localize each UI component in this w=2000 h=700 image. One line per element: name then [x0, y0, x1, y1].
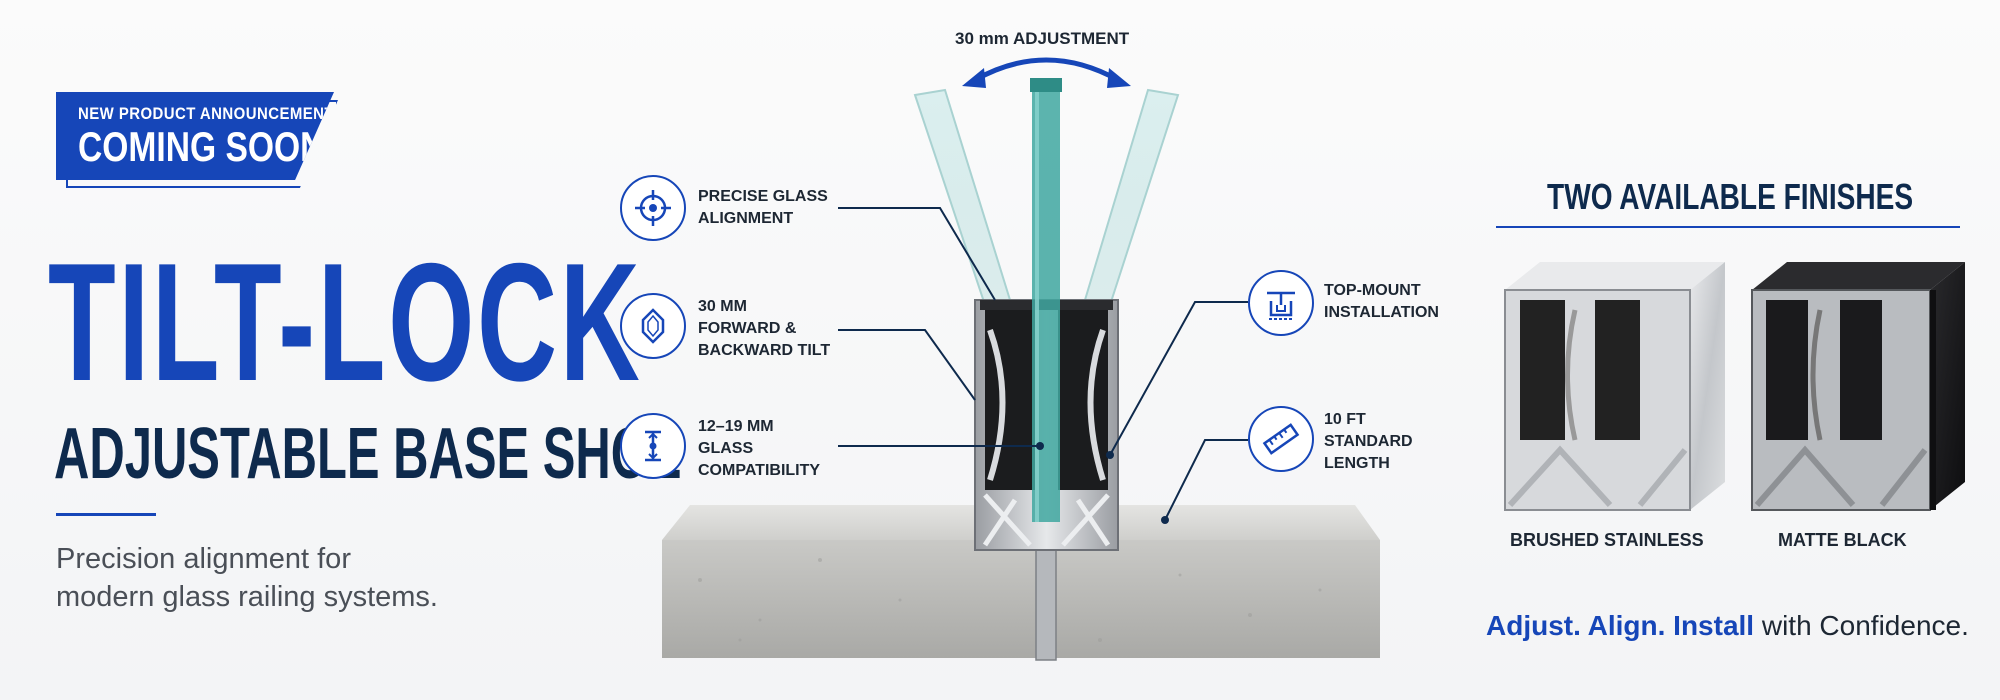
callout-compatibility: 12–19 mm GLASS COMPATIBILITY: [698, 416, 820, 482]
callout-line: COMPATIBILITY: [698, 462, 821, 479]
product-title: TILT-LOCK: [48, 228, 643, 416]
callout-line: ALIGNMENT: [698, 210, 794, 227]
finish-label-brushed: BRUSHED STAINLESS: [1510, 530, 1704, 550]
announcement-badge: NEW PRODUCT ANNOUNCEMENT COMING SOON: [56, 92, 334, 180]
slogan-rest: with Confidence.: [1754, 610, 1969, 641]
adjustment-label: 30 mm ADJUSTMENT: [955, 29, 1130, 48]
callout-line: PRECISE GLASS: [698, 188, 828, 205]
callout-line: INSTALLATION: [1324, 304, 1439, 321]
callout-line: TOP-MOUNT: [1324, 282, 1421, 299]
callout-glass-alignment: PRECISE GLASS ALIGNMENT: [698, 186, 828, 230]
matte-black-sample: [1751, 262, 1965, 511]
callout-line: FORWARD &: [698, 320, 797, 337]
divider: [56, 513, 156, 516]
tagline: Precision alignment for modern glass rai…: [56, 540, 438, 616]
tagline-line-1: Precision alignment for: [56, 543, 351, 575]
callout-line: GLASS: [698, 440, 754, 457]
finishes-title: TWO AVAILABLE FINISHES: [1547, 176, 1914, 217]
badge-small-text: NEW PRODUCT ANNOUNCEMENT: [78, 104, 335, 123]
finish-label-black: MATTE BLACK: [1778, 530, 1907, 550]
callout-line: STANDARD: [1324, 433, 1413, 450]
callout-line: LENGTH: [1324, 455, 1390, 472]
ruler-icon: [1248, 406, 1314, 472]
slogan-highlight: Adjust. Align. Install: [1486, 610, 1755, 641]
finishes-divider: [1496, 226, 1960, 228]
closing-slogan: Adjust. Align. Install with Confidence.: [1486, 610, 1969, 642]
callout-line: 12–19 mm: [698, 418, 774, 435]
tagline-line-2: modern glass railing systems.: [56, 581, 438, 613]
crosshair-icon: [620, 175, 686, 241]
callout-top-mount: TOP-MOUNT INSTALLATION: [1324, 280, 1439, 324]
top-mount-icon: [1248, 270, 1314, 336]
callout-line: BACKWARD TILT: [698, 342, 831, 359]
product-subtitle: ADJUSTABLE BASE SHOE: [54, 414, 682, 494]
callout-tilt: 30 mm FORWARD & BACKWARD TILT: [698, 296, 830, 362]
callout-line: 30 mm: [698, 298, 747, 315]
tilt-icon: [620, 293, 686, 359]
callout-line: 10 FT: [1324, 411, 1366, 428]
brushed-stainless-sample: [1504, 262, 1725, 511]
thickness-icon: [620, 413, 686, 479]
callout-length: 10 FT STANDARD LENGTH: [1324, 409, 1413, 475]
